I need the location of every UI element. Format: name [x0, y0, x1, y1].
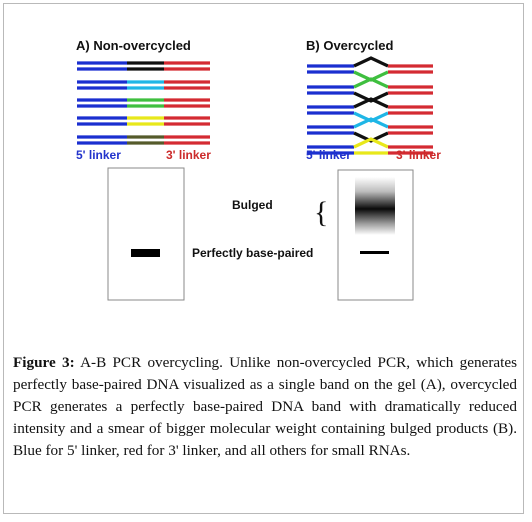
bulged-label: Bulged	[232, 198, 273, 212]
panel-b-title: B) Overcycled	[306, 38, 393, 53]
five-prime-label-a: 5' linker	[76, 148, 121, 162]
strand-pair-a1	[77, 61, 210, 71]
gel-smear-b	[355, 177, 395, 235]
insert-bulge	[353, 137, 389, 149]
base-paired-label: Perfectly base-paired	[192, 246, 313, 260]
gel-lane-a	[107, 167, 185, 301]
gel-band-b	[360, 251, 389, 254]
strand-pair-b1	[307, 56, 433, 82]
caption-label: Figure 3:	[13, 354, 75, 371]
panel-a-strands	[77, 61, 210, 145]
gel-band-a	[131, 249, 160, 257]
brace-glyph: {	[314, 196, 328, 229]
insert-bulge	[353, 56, 389, 68]
figure-caption: Figure 3: A-B PCR overcycling. Unlike no…	[13, 352, 517, 462]
insert-bulge	[353, 77, 389, 89]
strand-pair-a3	[77, 98, 210, 108]
strand-pair-a2	[77, 80, 210, 90]
figure-diagram: A) Non-overcycled B) Overcycled	[76, 38, 441, 301]
three-prime-label-b: 3' linker	[396, 148, 441, 162]
panel-b-strands	[307, 56, 433, 155]
insert-bulge	[353, 91, 389, 103]
caption-text: A-B PCR overcycling. Unlike non-overcycl…	[13, 354, 517, 459]
three-prime-label-a: 3' linker	[166, 148, 211, 162]
strand-pair-b4	[307, 117, 433, 143]
panel-a-title: A) Non-overcycled	[76, 38, 191, 53]
insert-bulge	[353, 117, 389, 129]
strand-pair-b5	[307, 137, 433, 155]
insert-bulge	[353, 111, 389, 123]
strand-pair-a4	[77, 116, 210, 126]
strand-pair-b2	[307, 77, 433, 103]
strand-pair-a5	[77, 135, 210, 145]
five-prime-label-b: 5' linker	[306, 148, 351, 162]
insert-bulge	[353, 131, 389, 143]
insert-bulge	[353, 97, 389, 109]
strand-pair-b3	[307, 97, 433, 123]
